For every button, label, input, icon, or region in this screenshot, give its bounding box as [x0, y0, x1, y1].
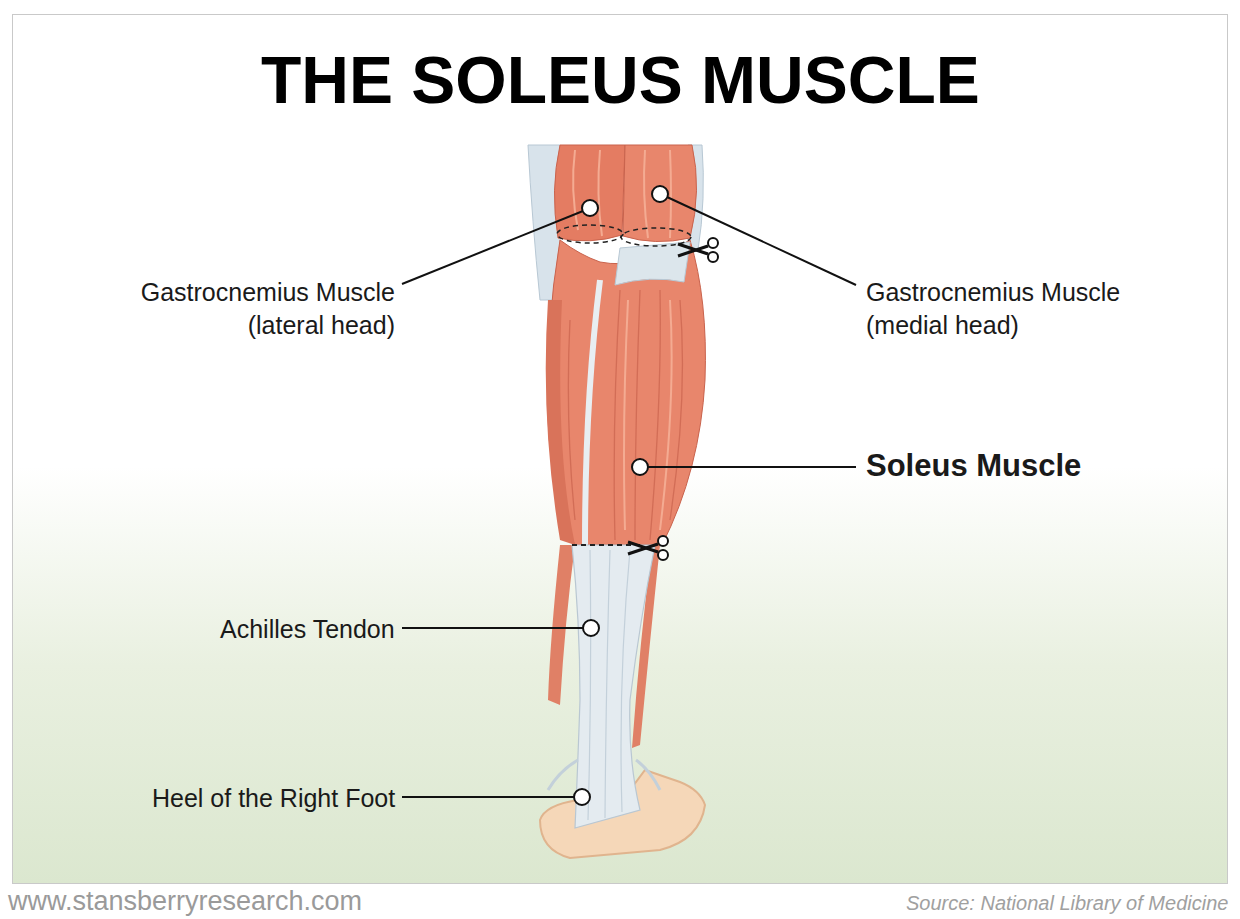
achilles — [540, 545, 705, 858]
diagram-title: THE SOLEUS MUSCLE — [261, 44, 980, 117]
leader-dot — [652, 186, 668, 202]
muscle-fibers — [568, 290, 682, 540]
aponeurosis — [615, 242, 690, 285]
part-label: Heel of the Right Foot — [152, 782, 395, 815]
gastrocnemius-medial-head — [623, 145, 697, 242]
peroneus-strip — [546, 300, 575, 545]
cut-line — [572, 544, 640, 546]
muscle-highlight — [624, 300, 672, 530]
source-note: Source: National Library of Medicine — [906, 890, 1228, 916]
scissors-symbol — [628, 536, 668, 560]
leader-dots — [574, 186, 668, 805]
gastrocnemius — [554, 145, 696, 242]
leader-lines — [402, 197, 856, 797]
part-label: Achilles Tendon — [220, 613, 395, 646]
leader-dot — [582, 200, 598, 216]
ankle-ligament — [548, 760, 660, 790]
lower-muscle — [548, 545, 575, 705]
cut-marks — [557, 225, 718, 560]
part-label: Gastrocnemius Muscle (lateral head) — [75, 276, 395, 341]
soleus-muscle — [548, 240, 706, 545]
leader-line — [402, 211, 583, 284]
leader-dot — [574, 789, 590, 805]
leader-line — [667, 197, 856, 285]
muscle-fibers — [573, 150, 671, 238]
tendon-fibers — [588, 550, 630, 820]
scissors-symbol — [678, 238, 718, 262]
part-label: Gastrocnemius Muscle (medial head) — [866, 276, 1186, 341]
leader-dot — [583, 620, 599, 636]
achilles-tendon — [572, 545, 655, 828]
gastrocnemius-lateral-head — [554, 145, 625, 241]
leader-dot — [632, 459, 648, 475]
part-label: Soleus Muscle — [866, 446, 1081, 486]
leader-line — [402, 796, 574, 798]
leader-line — [648, 466, 856, 468]
cut-line — [557, 225, 623, 243]
soleus — [546, 240, 706, 545]
tendon-strand — [585, 280, 600, 545]
watermark: www.stansberryresearch.com — [8, 884, 362, 919]
leader-line — [402, 627, 583, 629]
